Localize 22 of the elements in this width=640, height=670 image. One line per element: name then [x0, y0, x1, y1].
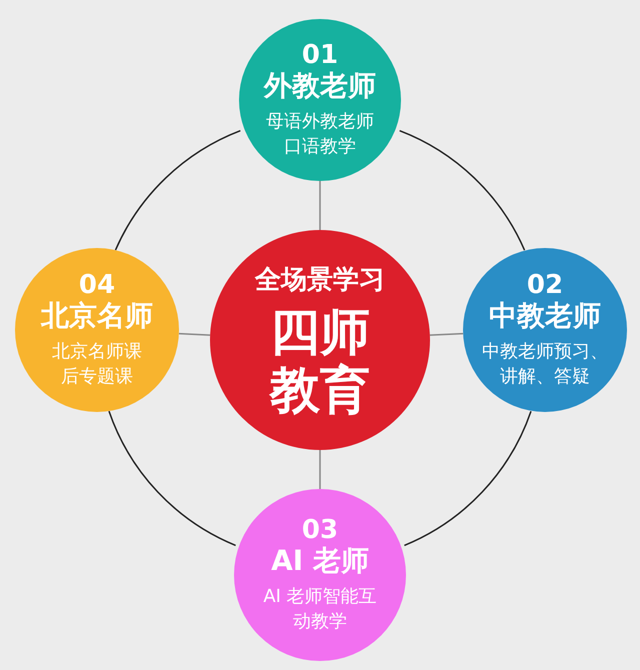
- ring-arc: [114, 130, 241, 250]
- spoke-line: [430, 332, 464, 336]
- heading: 中教老师: [489, 299, 601, 333]
- ring-arc: [108, 410, 236, 546]
- description: 母语外教老师口语教学: [265, 110, 375, 159]
- spoke-line: [178, 332, 210, 336]
- number-label: 01: [302, 41, 338, 69]
- description: 北京名师课后专题课: [51, 340, 143, 389]
- spoke-line: [319, 450, 321, 489]
- ring-arc: [399, 130, 526, 250]
- heading: AI 老师: [271, 544, 369, 578]
- spoke-line: [319, 181, 321, 230]
- title: 四师教育: [268, 302, 371, 418]
- number-label: 02: [526, 271, 564, 299]
- number-label: 04: [78, 271, 116, 299]
- subtitle: 全场景学习: [255, 264, 385, 296]
- description: AI 老师智能互动教学: [262, 585, 378, 634]
- number-label: 03: [302, 516, 338, 544]
- heading: 外教老师: [264, 69, 376, 103]
- heading: 北京名师: [41, 299, 153, 333]
- ring-arc: [404, 410, 532, 546]
- description: 中教老师预习、讲解、答疑: [481, 340, 609, 389]
